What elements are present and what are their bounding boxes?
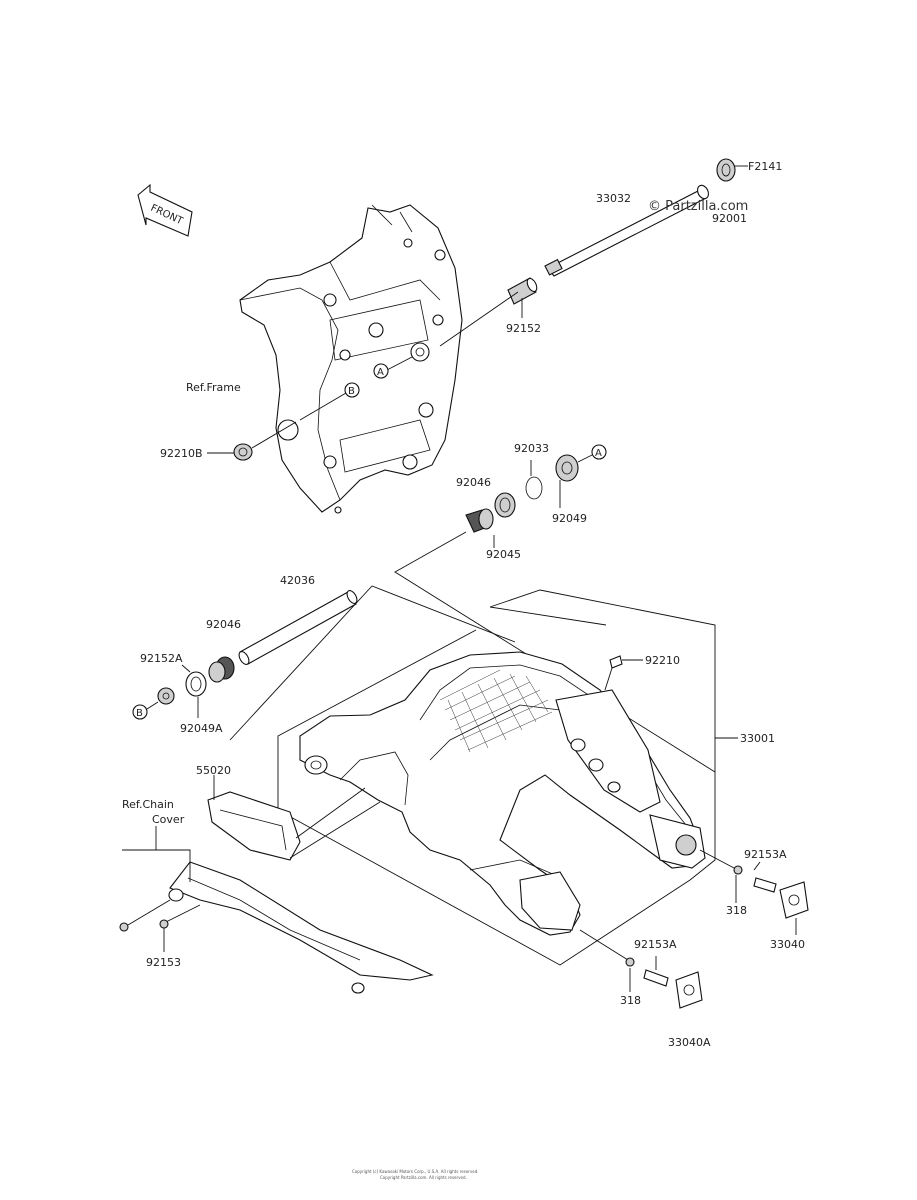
- reference-lines: [229, 531, 716, 966]
- label-92001: 92001: [712, 212, 747, 225]
- label-92152: 92152: [506, 322, 541, 335]
- pivot-shaft: [544, 184, 710, 277]
- nut-f2141: [716, 158, 748, 182]
- label-318-upper: 318: [726, 904, 747, 917]
- label-55020: 55020: [196, 764, 231, 777]
- label-33040: 33040: [770, 938, 805, 951]
- collar-92152: [439, 277, 538, 347]
- label-ref-chain-cover-2: Cover: [152, 813, 185, 826]
- label-33001: 33001: [740, 732, 775, 745]
- nut-92210b: [207, 421, 297, 461]
- bearing-group-right: A: [465, 444, 607, 548]
- label-92210b: 92210B: [160, 447, 203, 460]
- label-92033: 92033: [514, 442, 549, 455]
- label-92153: 92153: [146, 956, 181, 969]
- adjuster-hardware-lower: [579, 929, 703, 1009]
- footer-copyright-1: Copyright (c) Kawasaki Motors Corp., U.S…: [352, 1169, 479, 1174]
- label-33040a: 33040A: [668, 1036, 711, 1049]
- chain-guard-55020: [207, 775, 381, 861]
- label-92049: 92049: [552, 512, 587, 525]
- label-318-lower: 318: [620, 994, 641, 1007]
- label-92153a-lower: 92153A: [634, 938, 677, 951]
- svg-text:B: B: [136, 708, 143, 719]
- callout-a-frame: A: [373, 356, 413, 379]
- label-92153a-upper: 92153A: [744, 848, 787, 861]
- front-arrow: FRONT: [137, 183, 193, 237]
- swingarm-33001: [299, 651, 738, 936]
- callout-b-frame: B: [299, 382, 360, 421]
- label-92045: 92045: [486, 548, 521, 561]
- svg-text:B: B: [348, 386, 355, 397]
- label-33032: 33032: [596, 192, 631, 205]
- adjuster-hardware-upper: [699, 849, 809, 935]
- chain-cover-ref: [119, 826, 434, 994]
- bearing-group-left: B: [132, 656, 235, 720]
- footer-copyright-2: Copyright Partzilla.com. All rights rese…: [380, 1175, 467, 1180]
- label-92152a: 92152A: [140, 652, 183, 665]
- label-ref-chain-cover-1: Ref.Chain: [122, 798, 174, 811]
- svg-text:A: A: [595, 448, 602, 459]
- svg-text:A: A: [377, 367, 384, 378]
- label-92046-lower: 92046: [206, 618, 241, 631]
- label-92049a: 92049A: [180, 722, 223, 735]
- label-92210: 92210: [645, 654, 680, 667]
- label-92046-upper: 92046: [456, 476, 491, 489]
- label-ref-frame: Ref.Frame: [186, 381, 241, 394]
- label-f2141: F2141: [748, 160, 782, 173]
- frame-drawing: [239, 204, 463, 514]
- label-42036: 42036: [280, 574, 315, 587]
- watermark: © Partzilla.com: [648, 199, 748, 214]
- pivot-tube-42036: [238, 590, 358, 665]
